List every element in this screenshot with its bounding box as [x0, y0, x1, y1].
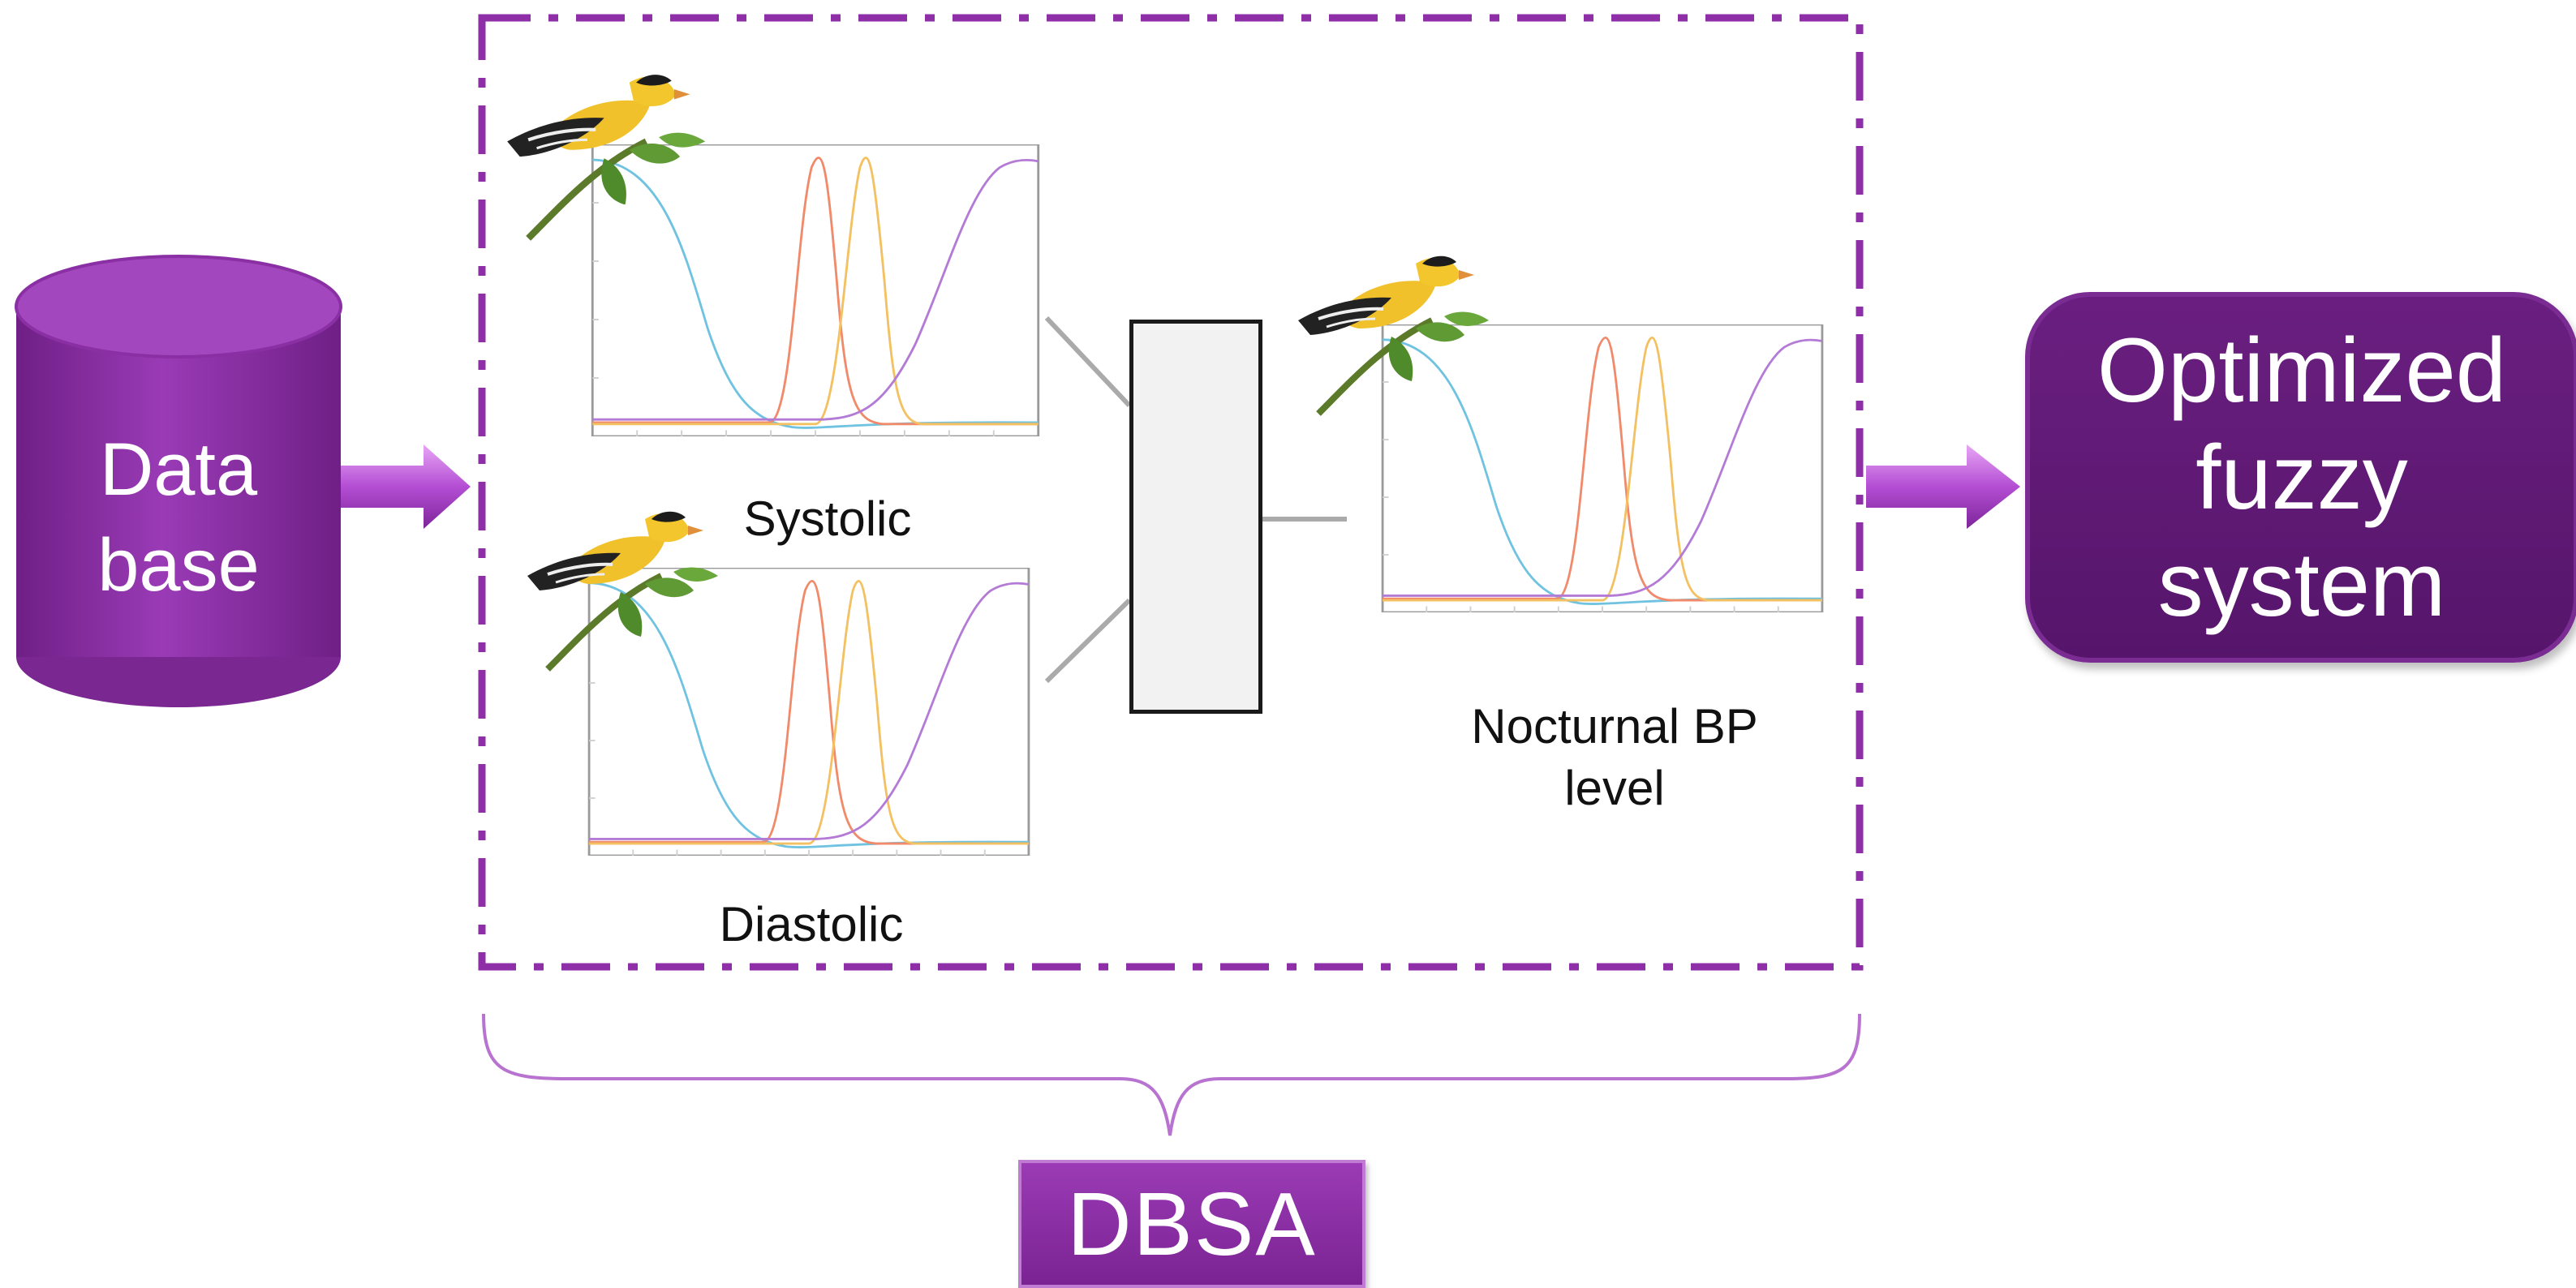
result-line1: Optimized	[2096, 319, 2507, 421]
dbsa-label-box: DBSA	[1018, 1160, 1365, 1288]
output-label-line1: Nocturnal BP	[1471, 699, 1758, 753]
connector-lines	[1044, 316, 1347, 684]
output-mf-plot	[1381, 324, 1824, 612]
systolic-label: Systolic	[743, 492, 912, 546]
dbsa-boundary	[478, 14, 1864, 971]
optimized-fuzzy-system-box: Optimized fuzzy system	[2025, 292, 2576, 663]
output-label-line2: level	[1564, 761, 1665, 815]
database-label-line1: Data	[99, 428, 258, 511]
result-line3: system	[2157, 533, 2446, 635]
result-line2: fuzzy	[2195, 426, 2408, 528]
aggregation-box	[1129, 320, 1262, 714]
dbsa-brace	[482, 1013, 1861, 1136]
database-label: Data base	[16, 422, 341, 613]
diastolic-label: Diastolic	[719, 897, 904, 951]
right-arrow-icon-output	[1866, 444, 2020, 529]
diastolic-mf-plot	[587, 568, 1030, 856]
database-cylinder-icon	[15, 255, 342, 707]
dbsa-label: DBSA	[1067, 1174, 1317, 1274]
output-label: Nocturnal BP level	[1428, 696, 1801, 819]
database-label-line2: base	[97, 524, 260, 607]
right-arrow-icon	[341, 444, 471, 529]
systolic-mf-plot	[591, 144, 1040, 436]
